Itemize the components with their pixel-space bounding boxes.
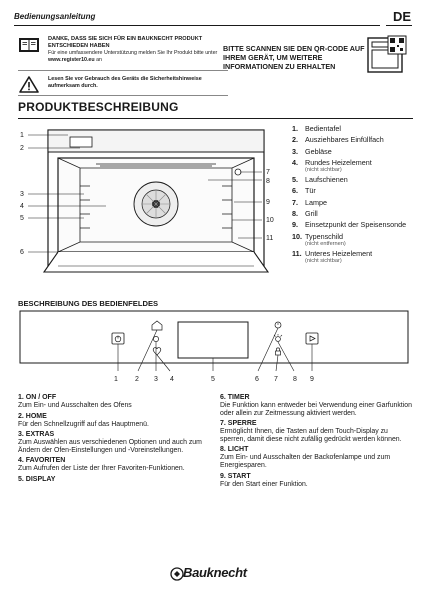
part-item: 3.Gebläse bbox=[292, 146, 332, 156]
parts-list: 1.Bedientafel 2.Ausziehbares Einfüllfach… bbox=[292, 124, 417, 266]
thanks-title: DANKE, DASS SIE SICH FÜR EIN BAUKNECHT P… bbox=[48, 36, 203, 49]
control-panel-strip bbox=[47, 129, 265, 153]
extras-icon bbox=[153, 336, 159, 342]
callout-1: 1 bbox=[20, 132, 24, 139]
notice-divider-bottom bbox=[18, 95, 228, 96]
panel-callout-5: 5 bbox=[211, 376, 215, 383]
product-section-divider bbox=[18, 118, 413, 120]
safety-notice: Lesen Sie vor Gebrauch des Geräts die Si… bbox=[48, 76, 202, 89]
grill-element bbox=[96, 163, 216, 167]
oven-door bbox=[42, 251, 270, 273]
shelf-rails-right bbox=[222, 185, 232, 229]
part-item: 10.Typenschild(nicht entfernen) bbox=[292, 231, 346, 247]
callout-4: 4 bbox=[20, 203, 24, 210]
drawer-handle bbox=[69, 136, 93, 148]
favorites-icon bbox=[152, 347, 162, 356]
notice-divider bbox=[18, 70, 228, 71]
panel-section-title: BESCHREIBUNG DES BEDIENFELDES bbox=[18, 299, 159, 308]
language-divider bbox=[386, 25, 412, 26]
shelf-rails-left bbox=[80, 185, 90, 229]
callout-9: 9 bbox=[266, 199, 270, 206]
part-item: 6.Tür bbox=[292, 186, 316, 196]
oven-diagram: 1 2 3 4 5 6 7 8 9 10 11 bbox=[20, 129, 274, 273]
home-icon bbox=[151, 320, 163, 331]
book-icon bbox=[19, 38, 39, 52]
callout-3: 3 bbox=[20, 191, 24, 198]
language-code: DE bbox=[392, 9, 411, 24]
thanks-text: Für eine umfassendere Unterstützung meld… bbox=[48, 50, 228, 64]
warning-triangle-icon bbox=[19, 76, 39, 93]
thanks-text-suffix: an bbox=[96, 57, 103, 63]
qr-instruction: BITTE SCANNEN SIE DEN QR-CODE AUF IHREM … bbox=[223, 44, 365, 71]
panel-callout-2: 2 bbox=[135, 376, 139, 383]
brand-name: Bauknecht bbox=[183, 565, 247, 580]
callout-2: 2 bbox=[20, 145, 24, 152]
part-item: 5.Laufschienen bbox=[292, 175, 348, 185]
panel-callout-3: 3 bbox=[154, 376, 158, 383]
part-item: 7.Lampe bbox=[292, 197, 327, 207]
part-item: 4.Rundes Heizelement(nicht sichtbar) bbox=[292, 157, 372, 173]
brand-logo-icon bbox=[170, 567, 184, 581]
notice-block: DANKE, DASS SIE SICH FÜR EIN BAUKNECHT P… bbox=[18, 36, 228, 101]
control-panel-diagram: 1 2 3 4 5 6 7 8 9 bbox=[19, 310, 409, 383]
callout-7: 7 bbox=[266, 169, 270, 176]
thanks-text-body: Für eine umfassendere Unterstützung meld… bbox=[48, 50, 218, 56]
callout-11: 11 bbox=[266, 235, 273, 242]
play-icon bbox=[309, 335, 316, 342]
display-screen bbox=[177, 321, 249, 359]
callout-8: 8 bbox=[266, 178, 270, 185]
callout-5: 5 bbox=[20, 215, 24, 222]
document-title: Bedienungsanleitung bbox=[14, 12, 96, 21]
oven-qr-icon bbox=[367, 35, 407, 73]
part-item: 9.Einsetzpunkt der Speisensonde bbox=[292, 220, 407, 230]
panel-callout-6: 6 bbox=[255, 376, 259, 383]
part-item: 2.Ausziehbares Einfüllfach bbox=[292, 135, 384, 145]
part-item: 1.Bedientafel bbox=[292, 124, 341, 133]
function-item: 5. DISPLAY bbox=[18, 475, 56, 483]
read-block: Lesen Sie vor Gebrauch des Geräts die Si… bbox=[18, 76, 228, 93]
callout-6: 6 bbox=[20, 249, 24, 256]
thanks-block: DANKE, DASS SIE SICH FÜR EIN BAUKNECHT P… bbox=[18, 36, 228, 64]
panel-callout-1: 1 bbox=[114, 376, 118, 383]
panel-callout-7: 7 bbox=[274, 376, 278, 383]
callout-10: 10 bbox=[266, 217, 274, 224]
start-button bbox=[305, 332, 319, 345]
panel-callout-8: 8 bbox=[293, 376, 297, 383]
panel-callout-9: 9 bbox=[310, 376, 314, 383]
panel-callout-4: 4 bbox=[170, 376, 174, 383]
part-item: 8.Grill bbox=[292, 209, 318, 219]
header-divider bbox=[14, 25, 380, 26]
register-link[interactable]: www.register10.eu bbox=[48, 57, 95, 63]
product-section-title: PRODUKTBESCHREIBUNG bbox=[18, 100, 179, 114]
light-icon bbox=[275, 336, 281, 342]
part-item: 11.Unteres Heizelement(nicht sichtbar) bbox=[292, 248, 373, 264]
